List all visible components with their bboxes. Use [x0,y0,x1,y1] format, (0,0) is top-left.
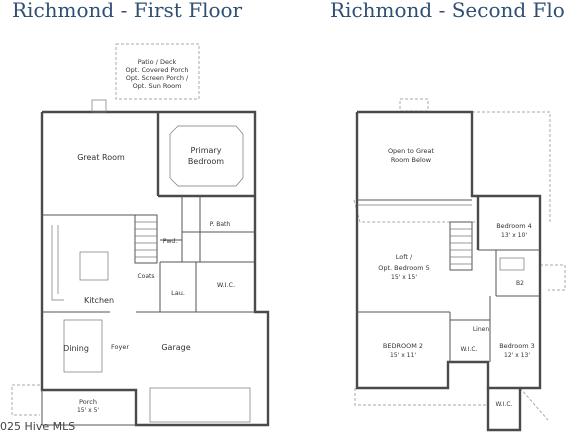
second-floor-plan [353,98,566,432]
laundry-label: Lau. [171,289,185,297]
first-floor-plan [11,43,270,427]
linen-label: Linen [473,326,490,333]
second-floor-exterior-wall [357,110,542,432]
great-room-label: Great Room [77,153,125,162]
wic-mid-label: W.I.C. [461,346,478,353]
primary-bath-label: P. Bath [210,221,231,228]
tray-ceiling-outline [169,125,244,187]
wic-bottom-label: W.I.C. [496,401,513,408]
bedroom-3-size: 12' x 13' [504,352,530,359]
porch-label: Porch [79,398,97,406]
patio-label-2: Opt. Covered Porch [126,66,189,74]
kitchen-island [79,251,109,281]
bedroom-4-size: 13' x 10' [501,232,527,239]
foyer-label: Foyer [111,343,129,351]
dining-table-zone [63,319,103,373]
loft-label-1: Loft / [396,253,413,261]
first-floor-exterior-wall [40,110,270,427]
bedroom-4-label: Bedroom 4 [496,222,532,230]
second-floor-title: Richmond - Second Flo [330,0,565,22]
primary-bedroom-label-1: Primary [191,146,222,155]
patio-label-3: Opt. Screen Porch / [126,74,189,82]
porch-side-outline [11,384,40,416]
primary-bedroom-label-2: Bedroom [188,157,224,166]
garage-door-zone [149,387,251,423]
coats-label: Coats [137,273,154,280]
patio-label-1: Patio / Deck [138,58,177,66]
garage-label: Garage [161,343,190,352]
powder-room-label: Pwd. [163,238,177,245]
porch-size-label: 15' x 5' [77,407,99,414]
stairs-first [135,221,157,258]
bath-b2-label: B2 [516,280,524,287]
open-to-below-label-1: Open to Great [388,147,435,155]
patio-label-4: Opt. Sun Room [133,82,182,90]
mls-watermark: 025 Hive MLS [0,420,75,432]
patio-outline [115,43,200,100]
bedroom-2-size: 15' x 11' [390,352,416,359]
bedroom-3-label: Bedroom 3 [499,342,535,350]
loft-size: 15' x 15' [391,274,417,281]
bedroom-2-label: BEDROOM 2 [383,342,423,350]
dining-label: Dining [63,344,89,353]
first-floor-title: Richmond - First Floor [12,0,243,22]
stairs-second [450,228,472,265]
kitchen-label: Kitchen [84,296,114,305]
wic-label: W.I.C. [217,281,235,289]
open-to-below-label-2: Room Below [391,156,432,164]
loft-label-2: Opt. Bedroom 5 [378,264,430,272]
